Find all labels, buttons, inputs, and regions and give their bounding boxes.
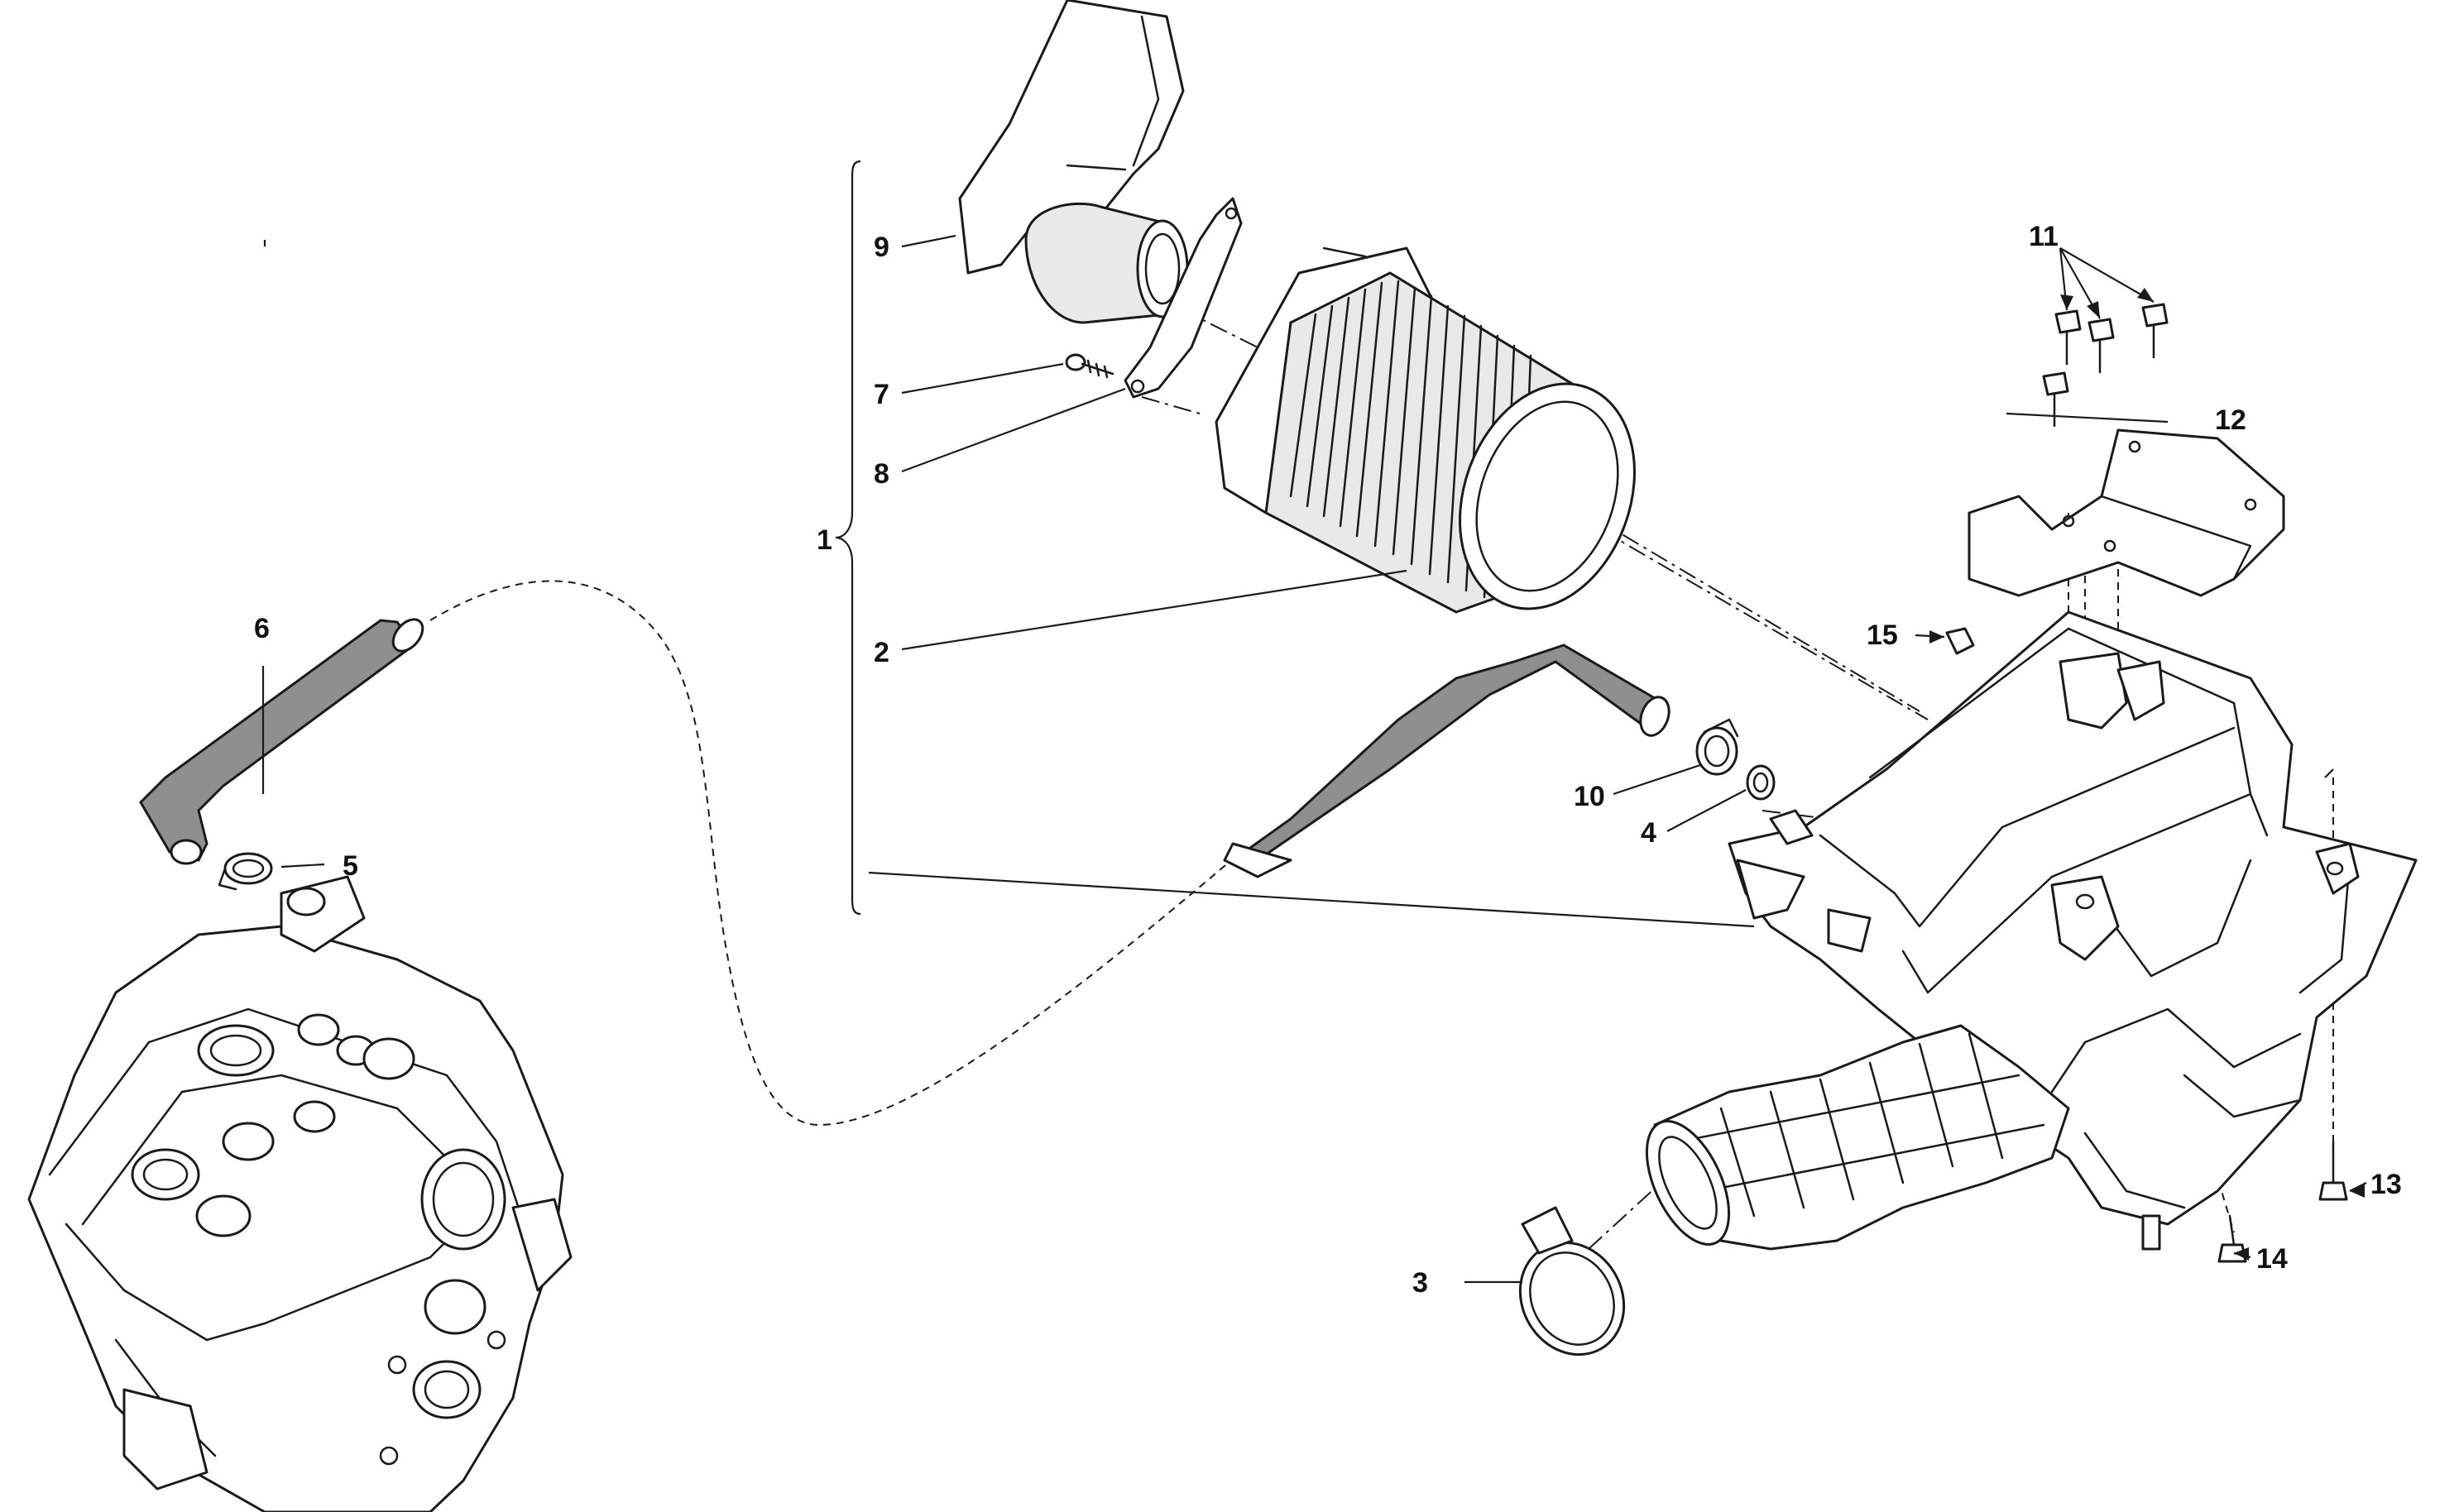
airbox-housing (1728, 610, 2418, 1251)
breather-hose-6 (139, 618, 424, 865)
callout-14: 14 (2256, 1243, 2288, 1275)
leader-lines (261, 234, 2367, 1284)
callout-4: 4 (1641, 817, 1656, 849)
intake-boot (1645, 1024, 2070, 1251)
bolt-13 (2318, 1140, 2348, 1201)
callout-8: 8 (874, 458, 889, 490)
callout-10: 10 (1574, 781, 1605, 812)
callout-2: 2 (874, 637, 889, 668)
spring-clamp-10 (1695, 718, 1739, 776)
callout-9: 9 (874, 232, 889, 263)
grommet-4 (1746, 764, 1776, 801)
gasket-bracket (1124, 197, 1243, 399)
callout-5: 5 (343, 850, 358, 882)
callout-12: 12 (2215, 404, 2246, 436)
callout-13: 13 (2370, 1169, 2402, 1200)
callout-1: 1 (817, 524, 832, 556)
screw-7 (1065, 353, 1114, 379)
bolts-11 (2042, 303, 2169, 428)
callout-labels: 1 2 3 4 5 6 7 8 9 10 11 12 13 14 15 (254, 221, 2402, 1299)
bolt-11-a (2054, 309, 2082, 366)
intake-duct (958, 0, 1189, 324)
callout-3: 3 (1412, 1267, 1428, 1299)
callout-11: 11 (2029, 221, 2059, 252)
bolt-14 (2217, 1214, 2247, 1263)
nut-15 (1945, 627, 1975, 655)
callout-15: 15 (1867, 620, 1898, 651)
hose-clamp-5 (218, 852, 273, 891)
engine-cylinder-head (27, 875, 573, 1512)
bolt-11-b (2088, 318, 2115, 374)
mounting-bracket-12 (1968, 428, 2285, 597)
assembly-bracket-1 (835, 160, 861, 916)
callout-7: 7 (874, 379, 889, 410)
bolt-11-d (2042, 371, 2069, 428)
hose-clamp-3 (1518, 1206, 1626, 1356)
breather-hose-long (1223, 644, 1670, 878)
air-filter-element (1215, 246, 1636, 614)
bolt-11-c (2141, 303, 2169, 359)
callout-6: 6 (254, 613, 270, 644)
